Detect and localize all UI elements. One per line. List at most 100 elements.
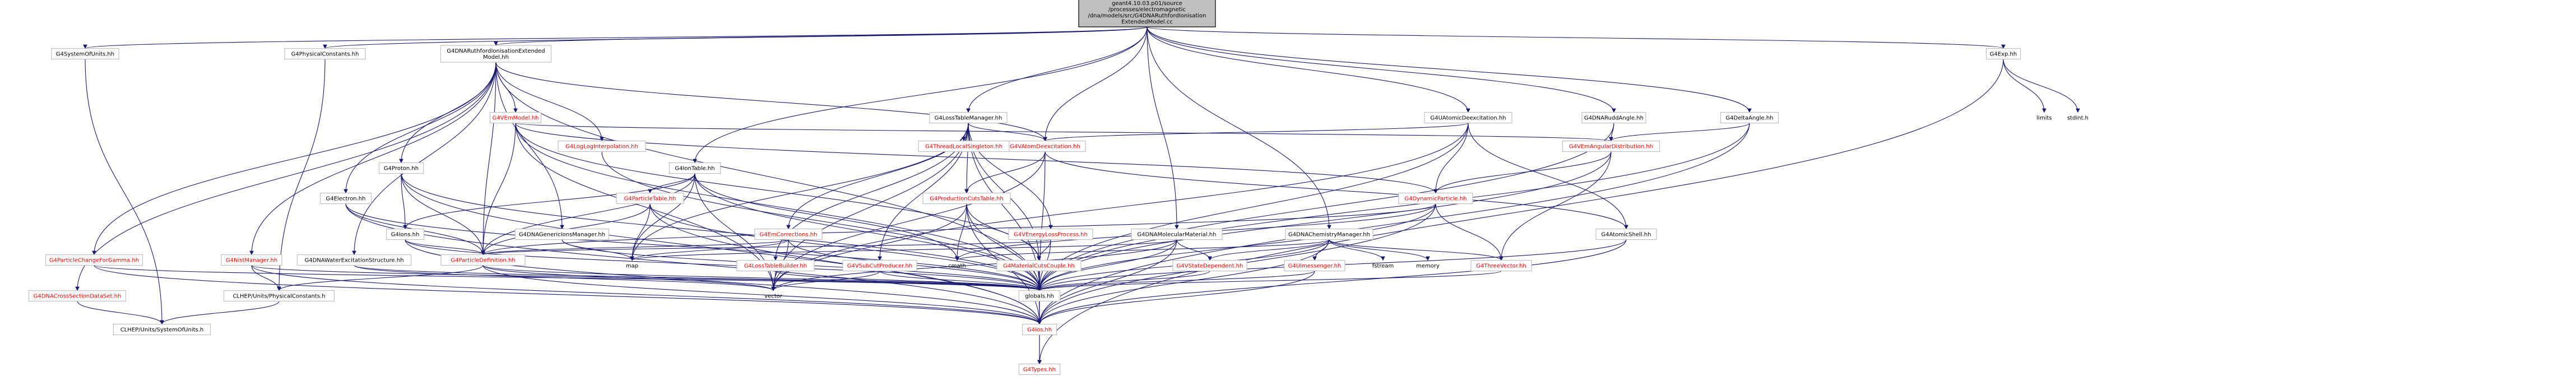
node-g4-system-of-units-hh[interactable]: G4SystemOfUnits.hh <box>51 48 119 60</box>
node-g4-electron-hh[interactable]: G4Electron.hh <box>319 192 372 205</box>
node-g4-particle-definition-hh[interactable]: G4ParticleDefinition.hh <box>440 254 526 266</box>
node-g4-uimessenger-hh[interactable]: G4UImessenger.hh <box>1284 259 1345 272</box>
node-vector: vector <box>764 294 783 300</box>
node-g4-particle-table-hh[interactable]: G4ParticleTable.hh <box>616 192 684 205</box>
node-g4-production-cuts-table-hh[interactable]: G4ProductionCutsTable.hh <box>922 192 1011 205</box>
edge-g4-dnacross-section-data-set-to-clhepunits <box>77 301 164 325</box>
node-g4-loss-table-manager-hh[interactable]: G4LossTableManager.hh <box>929 112 1008 124</box>
node-g4-types-hh[interactable]: G4Types.hh <box>1018 363 1061 375</box>
edge-g4-proton-to-g4-ions <box>401 173 407 230</box>
node-label: limits <box>2036 115 2051 122</box>
node-g4-vem-angular-distribution-hh[interactable]: G4VEmAngularDistribution.hh <box>1562 140 1660 152</box>
node-g4-venergy-loss-process-hh[interactable]: G4VEnergyLossProcess.hh <box>1008 228 1093 240</box>
node-g4-dynamic-particle-hh[interactable]: G4DynamicParticle.hh <box>1398 192 1473 205</box>
edge-g4-dynamic-particle-to-globals <box>1037 203 1436 291</box>
node-g4ios-hh[interactable]: G4ios.hh <box>1022 323 1057 336</box>
node-box <box>736 259 815 272</box>
edge-g4-particle-table-to-globals <box>649 203 1042 291</box>
node-label: G4UImessenger.hh <box>1288 263 1342 270</box>
node-g4-vsub-cut-producer-hh[interactable]: G4VSubCutProducer.hh <box>842 259 917 272</box>
edge-g4-delta-angle-to-globals <box>1037 123 1750 291</box>
node-map: map <box>626 263 638 270</box>
edge-g4-particle-change-for-gamma-to-g4ios <box>94 265 1042 325</box>
edge-root-to-g4-dnamolecular-material <box>1147 26 1179 230</box>
edge-g4-dnachemistry-manager-to-g4-vstate-dependent <box>1208 239 1330 261</box>
node-g4-dnacross-section-data-set-hh[interactable]: G4DNACrossSectionDataSet.hh <box>28 290 127 302</box>
edge-root-to-g4-uatomic-deexcitation <box>1147 26 1470 113</box>
edge-g4-exp-to-g4-types <box>1037 59 2004 365</box>
node-box <box>1131 228 1223 240</box>
node-g4-exp-hh[interactable]: G4Exp.hh <box>1985 48 2021 60</box>
node-g4-delta-angle-hh[interactable]: G4DeltaAngle.hh <box>1720 112 1779 124</box>
node-g4-proton-hh[interactable]: G4Proton.hh <box>378 162 424 174</box>
node-g4-loss-table-builder-hh[interactable]: G4LossTableBuilder.hh <box>736 259 815 272</box>
node-g4-log-log-interpolation-hh[interactable]: G4LogLogInterpolation.hh <box>558 140 646 152</box>
node-label: G4MaterialCutsCouple.hh <box>1003 263 1075 270</box>
edge-g4-venergy-loss-process-to-g4-particle-definition <box>481 239 1051 256</box>
node-box <box>1018 290 1061 302</box>
node-box <box>45 254 143 266</box>
node-box <box>1562 140 1660 152</box>
node-cmath: cmath <box>948 263 966 270</box>
node-g4-dnageneric-ions-manager-hh[interactable]: G4DNAGenericIonsManager.hh <box>514 228 610 240</box>
edge-g4-uatomic-deexcitation-to-g4-vatom-deexcitation <box>1043 122 1469 142</box>
edge-g4-dnawater-excitation-structure-to-vector <box>354 265 776 291</box>
edge-g4-particle-definition-to-globals <box>482 265 1042 291</box>
node-g4-dnawater-excitation-structure-hh[interactable]: G4DNAWaterExcitationStructure.hh <box>296 254 412 266</box>
node-label: vector <box>764 294 783 300</box>
node-g4-physical-constants-hh[interactable]: G4PhysicalConstants.hh <box>284 48 366 60</box>
edge-g4-dnachemistry-manager-to-fstream <box>1329 239 1385 261</box>
edge-g4-nist-manager-to-g4ios <box>251 265 1042 325</box>
node-g4-three-vector-hh[interactable]: G4ThreeVector.hh <box>1470 259 1532 272</box>
node-clhep-units-physical-constants-h[interactable]: CLHEP/Units/PhysicalConstants.h <box>223 290 335 302</box>
edge-ext-model-hh-to-g4-dnacross-section-data-set <box>75 62 496 291</box>
node-label: G4ParticleDefinition.hh <box>451 258 515 264</box>
node-box <box>440 45 552 63</box>
node-g4-vatom-deexcitation-hh[interactable]: G4VAtomDeexcitation.hh <box>1004 140 1086 152</box>
node-memory: memory <box>1416 263 1440 270</box>
node-g4-material-cuts-couple-hh[interactable]: G4MaterialCutsCouple.hh <box>996 259 1082 272</box>
edge-g4-vatom-deexcitation-to-g4-atomic-shell <box>1045 151 1628 230</box>
node-g4-dnarudd-angle-hh[interactable]: G4DNARuddAngle.hh <box>1581 112 1646 124</box>
node-box <box>669 162 721 174</box>
edge-g4-physical-constants-to-clhepphys <box>277 59 326 291</box>
node-g4-nist-manager-hh[interactable]: G4NistManager.hh <box>221 254 282 266</box>
edge-g4-vem-model-to-g4-vem-angular-distribution <box>515 122 1613 142</box>
edge-g4-dnamolecular-material-to-map <box>630 239 1177 261</box>
edge-clhepphys-to-clhepunits <box>160 301 280 325</box>
node-label: G4DNAChemistryManager.hh <box>1288 232 1370 238</box>
node-label: G4SystemOfUnits.hh <box>56 52 114 58</box>
node-box <box>918 140 1010 152</box>
node-g4-uatomic-deexcitation-hh[interactable]: G4UAtomicDeexcitation.hh <box>1424 112 1512 124</box>
edge-ext-model-hh-to-g4-vatom-deexcitation <box>495 62 1047 142</box>
node-g4-dnachemistry-manager-hh[interactable]: G4DNAChemistryManager.hh <box>1285 228 1373 240</box>
node-g4-em-corrections-hh[interactable]: G4EmCorrections.hh <box>754 228 823 240</box>
node-globals-hh[interactable]: globals.hh <box>1018 290 1061 302</box>
node-label: G4VEmAngularDistribution.hh <box>1569 144 1653 150</box>
node-g4-particle-change-for-gamma-hh[interactable]: G4ParticleChangeForGamma.hh <box>45 254 143 266</box>
edge-g4-dnachemistry-manager-to-memory <box>1329 239 1430 261</box>
node-g4-atomic-shell-hh[interactable]: G4AtomicShell.hh <box>1595 228 1657 240</box>
node-g4-vstate-dependent-hh[interactable]: G4VStateDependent.hh <box>1172 259 1247 272</box>
node-g4-ion-table-hh[interactable]: G4IonTable.hh <box>669 162 721 174</box>
node-label: G4DNAGenericIonsManager.hh <box>519 232 605 238</box>
node-g4-ions-hh[interactable]: G4Ions.hh <box>386 228 425 240</box>
node-clhep-units-system-of-units-h[interactable]: CLHEP/Units/SystemOfUnits.h <box>113 323 211 336</box>
edge-root-to-g4-vatom-deexcitation <box>1043 26 1148 142</box>
node-box <box>1018 363 1061 375</box>
node-label: G4VSubCutProducer.hh <box>847 263 912 270</box>
node-g4-thread-local-singleton-hh[interactable]: G4ThreadLocalSingleton.hh <box>918 140 1010 152</box>
edge-g4-vsub-cut-producer-to-globals <box>879 271 1042 291</box>
node-g4-vem-model-hh[interactable]: G4VEmModel.hh <box>489 112 542 124</box>
node-box <box>616 192 684 205</box>
node-geant4-10-03-p01-source-processes-electromagnetic-dna-models-src-g4-dnaruthford-ionisation-extended-model-cc[interactable]: geant4.10.03.p01/source/processes/electr… <box>1078 0 1216 27</box>
node-label: CLHEP/Units/SystemOfUnits.h <box>120 327 204 333</box>
edge-g4-dynamic-particle-to-g4-particle-definition <box>481 203 1436 256</box>
node-box <box>1008 228 1093 240</box>
edge-g4-particle-definition-to-g4ios <box>482 265 1042 325</box>
edge-g4-uimessenger-to-globals <box>1037 271 1315 291</box>
node-fstream: fstream <box>1372 263 1394 270</box>
node-g4-dnamolecular-material-hh[interactable]: G4DNAMolecularMaterial.hh <box>1131 228 1223 240</box>
node-label: G4LossTableManager.hh <box>935 115 1002 122</box>
